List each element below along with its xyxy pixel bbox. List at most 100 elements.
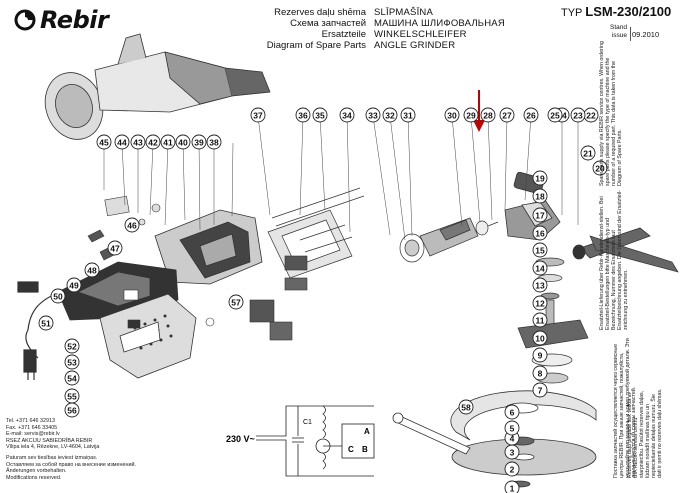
callout-37: 37 <box>250 107 266 123</box>
contact-phone: Tel. +371 646 32913 <box>6 418 56 424</box>
callout-circle <box>592 160 608 176</box>
callout-number: 32 <box>385 111 395 121</box>
callout-number: 8 <box>538 369 543 379</box>
callout-39: 39 <box>191 134 207 150</box>
highlight-arrow-icon <box>473 90 485 132</box>
callout-number: 14 <box>535 264 545 274</box>
callout-23: 23 <box>570 107 586 123</box>
callout-circle <box>504 404 520 420</box>
model-prefix: TYP <box>561 7 583 19</box>
callout-number: 6 <box>510 408 515 418</box>
model-number: LSM-230/2100 <box>585 4 672 19</box>
callout-circle <box>570 107 586 123</box>
callout-number: 25 <box>550 111 560 121</box>
callout-33: 33 <box>365 107 381 123</box>
callout-52: 52 <box>64 338 80 354</box>
callout-circle <box>532 277 548 293</box>
callout-47: 47 <box>107 240 123 256</box>
callout-number: 52 <box>67 342 77 352</box>
callout-number: 55 <box>67 392 77 402</box>
wiring-contact-b: B <box>362 445 368 454</box>
contact-email: E-mail: servis@rebir.lv <box>6 431 60 438</box>
callout-number: 10 <box>535 334 545 344</box>
callout-circle <box>444 107 460 123</box>
callout-circle <box>532 365 548 381</box>
contact-address: Vīlipa iela 4, Rēzekne, LV-4604, Latvija <box>6 444 100 451</box>
callout-number: 36 <box>298 111 308 121</box>
callout-number: 34 <box>342 111 352 121</box>
callout-9: 9 <box>532 347 548 363</box>
notice-de: Änderungen vorbehalten. <box>6 468 67 475</box>
callout-55: 55 <box>64 388 80 404</box>
callout-30: 30 <box>444 107 460 123</box>
wiring-voltage: 230 V~ <box>226 434 255 444</box>
callout-circle <box>295 107 311 123</box>
notice-en: Modifications reserved. <box>6 474 62 481</box>
callout-layer: 1234567891011121314151617181920212223242… <box>38 107 608 493</box>
title-value: SLĪPMAŠĪNA <box>374 7 434 18</box>
callout-circle <box>580 145 596 161</box>
callout-circle <box>107 240 123 256</box>
callout-number: 56 <box>67 406 77 416</box>
callout-number: 57 <box>231 298 241 308</box>
callout-11: 11 <box>532 312 548 328</box>
callout-number: 16 <box>535 229 545 239</box>
callout-circle <box>532 225 548 241</box>
callout-number: 5 <box>510 424 515 434</box>
callout-50: 50 <box>50 288 66 304</box>
callout-40: 40 <box>175 134 191 150</box>
callout-8: 8 <box>532 365 548 381</box>
callout-number: 50 <box>53 292 63 302</box>
callout-number: 9 <box>538 351 543 361</box>
title-value: WINKELSCHLEIFER <box>374 29 467 40</box>
callout-circle <box>400 107 416 123</box>
callout-15: 15 <box>532 242 548 258</box>
callout-25: 25 <box>547 107 563 123</box>
callout-54: 54 <box>64 370 80 386</box>
callout-circle <box>463 107 479 123</box>
side-note-lv: Rezerves daļu piegāde tiek veikta ar SIA… <box>627 388 663 479</box>
callout-number: 51 <box>41 319 51 329</box>
callout-circle <box>532 382 548 398</box>
callout-circle <box>532 188 548 204</box>
callout-circle <box>499 107 515 123</box>
contact-block: Tel. +371 646 32913 Fax. +371 646 33405 … <box>6 418 136 481</box>
callout-29: 29 <box>463 107 479 123</box>
brand-mark-icon <box>14 9 36 31</box>
callout-21: 21 <box>580 145 596 161</box>
callout-circle <box>228 294 244 310</box>
callout-53: 53 <box>64 354 80 370</box>
callout-circle <box>64 354 80 370</box>
callout-circle <box>523 107 539 123</box>
title-label: Rezerves daļu shēma <box>274 7 366 18</box>
callout-number: 29 <box>466 111 476 121</box>
callout-number: 3 <box>510 448 515 458</box>
issue-label: issue <box>611 31 627 39</box>
callout-57: 57 <box>228 294 244 310</box>
callout-circle <box>532 207 548 223</box>
callout-circle <box>191 134 207 150</box>
callout-7: 7 <box>532 382 548 398</box>
callout-circle <box>175 134 191 150</box>
callout-circle <box>532 312 548 328</box>
callout-3: 3 <box>504 444 520 460</box>
callout-number: 17 <box>535 211 545 221</box>
callout-circle <box>50 288 66 304</box>
callout-20: 20 <box>592 160 608 176</box>
callout-45: 45 <box>96 134 112 150</box>
callout-number: 1 <box>510 484 515 493</box>
callout-number: 53 <box>67 358 77 368</box>
callout-2: 2 <box>504 461 520 477</box>
callout-number: 22 <box>586 111 596 121</box>
callout-number: 20 <box>595 164 605 174</box>
brand-logo: Rebir <box>14 6 109 34</box>
callout-circle <box>160 134 176 150</box>
callout-circle <box>504 420 520 436</box>
callout-circle <box>532 347 548 363</box>
callout-circle <box>339 107 355 123</box>
callout-circle <box>84 262 100 278</box>
side-note-de: Ersatzteil-Lieferung über Rebir-Kundendi… <box>599 190 629 330</box>
power-cable-and-plug <box>17 281 61 380</box>
